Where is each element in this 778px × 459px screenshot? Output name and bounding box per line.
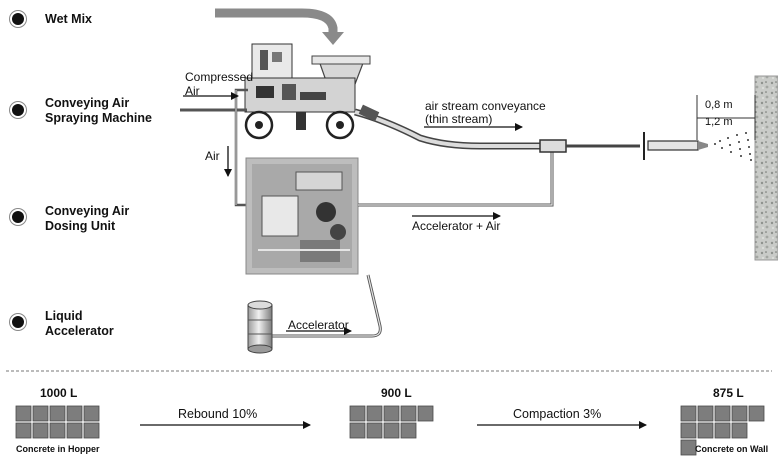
label-accelerator: Accelerator — [288, 318, 349, 332]
label-compressed-air: Compressed Air — [185, 70, 254, 98]
stage1-caption: Concrete in Hopper — [16, 444, 100, 454]
dosing-unit — [245, 157, 359, 275]
stage1-volume: 1000 L — [40, 386, 78, 400]
rock-wall — [754, 75, 778, 261]
volume-block — [49, 405, 66, 422]
stage3-volume: 875 L — [713, 386, 744, 400]
volume-blocks — [15, 405, 765, 456]
volume-block — [49, 422, 66, 439]
volume-block — [366, 422, 383, 439]
legend-bullet-spraying-machine — [12, 104, 24, 116]
volume-block — [400, 422, 417, 439]
label-air: Air — [205, 149, 220, 163]
label-distance-08: 0,8 m — [705, 99, 733, 111]
conveying-hose — [354, 104, 545, 150]
stage2-volume: 900 L — [381, 386, 412, 400]
volume-block — [680, 405, 697, 422]
volume-block — [731, 422, 748, 439]
legend-bullet-liquid-accelerator — [12, 316, 24, 328]
volume-block — [697, 422, 714, 439]
volume-block — [366, 405, 383, 422]
label-accelerator-air: Accelerator + Air — [412, 219, 501, 233]
label-distance-12: 1,2 m — [705, 116, 733, 128]
volume-block — [400, 405, 417, 422]
volume-block — [714, 405, 731, 422]
volume-block — [66, 422, 83, 439]
legend-wet-mix: Wet Mix — [45, 12, 92, 26]
volume-block — [32, 405, 49, 422]
volume-block — [349, 405, 366, 422]
legend-liquid-accelerator: Liquid Accelerator — [45, 309, 114, 338]
spray-nozzle — [539, 132, 708, 160]
volume-block — [714, 422, 731, 439]
volume-block — [83, 405, 100, 422]
volume-block — [349, 422, 366, 439]
accelerator-air-line — [358, 152, 554, 207]
stage3-caption: Concrete on Wall — [695, 444, 769, 454]
volume-block — [15, 422, 32, 439]
volume-block — [66, 405, 83, 422]
volume-block — [83, 422, 100, 439]
compaction-label: Compaction 3% — [513, 407, 602, 421]
volume-block — [15, 405, 32, 422]
accelerator-barrel — [247, 300, 273, 354]
volume-block — [680, 422, 697, 439]
legend-dosing-unit: Conveying Air Dosing Unit — [45, 204, 130, 233]
wet-mix-feed-arrow — [215, 8, 344, 45]
volume-block — [748, 405, 765, 422]
label-air-stream: air stream conveyance (thin stream) — [425, 99, 546, 126]
volume-block — [383, 422, 400, 439]
distance-markers — [696, 95, 756, 140]
legend-bullet-dosing-unit — [12, 211, 24, 223]
legend-spraying-machine: Conveying Air Spraying Machine — [45, 96, 152, 125]
spraying-machine — [244, 43, 371, 140]
volume-block — [32, 422, 49, 439]
rebound-label: Rebound 10% — [178, 407, 258, 421]
volume-block — [680, 439, 697, 456]
volume-block — [417, 405, 434, 422]
volume-block — [697, 405, 714, 422]
volume-block — [731, 405, 748, 422]
legend-bullet-wet-mix — [12, 13, 24, 25]
spray-cone — [714, 132, 752, 161]
volume-block — [383, 405, 400, 422]
